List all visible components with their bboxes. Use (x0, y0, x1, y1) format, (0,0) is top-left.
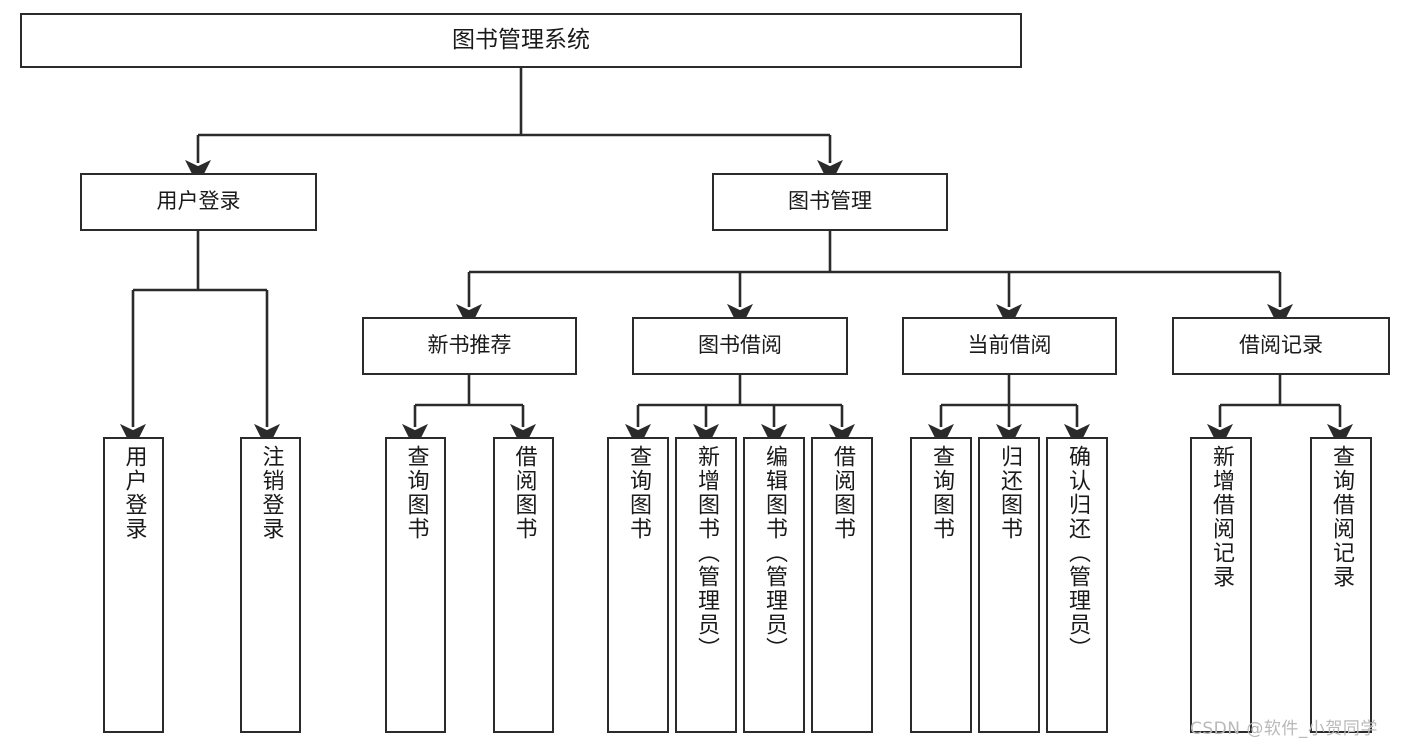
node-leaf-add-record-label: 新增借阅记录 (1209, 445, 1234, 589)
node-book-management-label: 图书管理 (788, 189, 872, 214)
node-leaf-borrow-book-2-label: 借阅图书 (830, 445, 855, 541)
node-leaf-logout-label: 注销登录 (258, 445, 284, 541)
node-leaf-borrow-book-2[interactable]: 借阅图书 (811, 437, 873, 733)
node-book-borrow[interactable]: 图书借阅 (632, 317, 848, 375)
node-leaf-borrow-book-1-label: 借阅图书 (511, 445, 537, 541)
node-leaf-query-book-2[interactable]: 查询图书 (607, 437, 669, 733)
node-leaf-query-book-3-label: 查询图书 (929, 445, 954, 541)
node-leaf-confirm-return[interactable]: 确认归还（管理员） (1046, 437, 1108, 733)
node-leaf-query-book-1-label: 查询图书 (403, 445, 429, 541)
node-book-management[interactable]: 图书管理 (712, 173, 948, 231)
node-root-title[interactable]: 图书管理系统 (20, 13, 1022, 68)
node-borrow-record[interactable]: 借阅记录 (1172, 317, 1390, 375)
node-leaf-user-login[interactable]: 用户登录 (103, 437, 164, 733)
csdn-watermark: CSDN @软件_小贺同学 (1190, 719, 1378, 739)
node-leaf-query-book-2-label: 查询图书 (626, 445, 651, 541)
node-book-borrow-label: 图书借阅 (698, 333, 782, 358)
node-leaf-return-book[interactable]: 归还图书 (978, 437, 1040, 733)
node-leaf-logout[interactable]: 注销登录 (240, 437, 301, 733)
node-leaf-edit-book-label: 编辑图书（管理员） (762, 445, 787, 661)
node-user-login-label: 用户登录 (156, 189, 241, 214)
node-leaf-edit-book[interactable]: 编辑图书（管理员） (743, 437, 805, 733)
node-leaf-query-record-label: 查询借阅记录 (1329, 445, 1354, 589)
node-leaf-user-login-label: 用户登录 (121, 445, 147, 541)
node-leaf-confirm-return-label: 确认归还（管理员） (1065, 445, 1090, 661)
node-leaf-add-book-label: 新增图书（管理员） (694, 445, 719, 661)
node-new-book-recommend[interactable]: 新书推荐 (362, 317, 577, 375)
node-user-login[interactable]: 用户登录 (80, 173, 317, 231)
node-current-borrow[interactable]: 当前借阅 (902, 317, 1117, 375)
node-leaf-add-record[interactable]: 新增借阅记录 (1190, 437, 1252, 733)
node-borrow-record-label: 借阅记录 (1239, 333, 1323, 358)
node-leaf-query-book-1[interactable]: 查询图书 (385, 437, 446, 733)
node-leaf-query-book-3[interactable]: 查询图书 (910, 437, 972, 733)
node-new-book-recommend-label: 新书推荐 (427, 333, 512, 358)
node-leaf-return-book-label: 归还图书 (997, 445, 1022, 541)
node-current-borrow-label: 当前借阅 (967, 333, 1052, 358)
node-leaf-borrow-book-1[interactable]: 借阅图书 (493, 437, 554, 733)
node-leaf-query-record[interactable]: 查询借阅记录 (1310, 437, 1372, 733)
node-root-title-label: 图书管理系统 (452, 26, 590, 53)
node-leaf-add-book[interactable]: 新增图书（管理员） (675, 437, 737, 733)
